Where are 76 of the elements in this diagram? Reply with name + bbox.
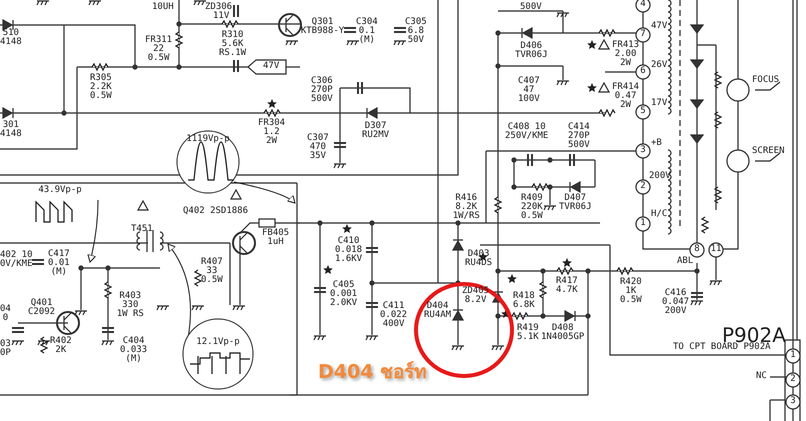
component-label: 04 0 <box>0 305 11 323</box>
component-label: 301 4148 <box>0 121 22 139</box>
component-label: NC <box>756 372 767 381</box>
waveform-callout: 12.1Vp-p <box>182 318 254 390</box>
component-label: 10UH <box>152 3 174 12</box>
component-label: FR414 0.47 2W <box>612 83 640 110</box>
component-label: R402 2K <box>50 337 72 355</box>
annotation-text: D404 ชอร์ท <box>318 361 428 383</box>
component-label: C416 0.047 200V <box>662 289 690 316</box>
pin-number: 2 <box>639 182 647 191</box>
component-label: D407 TVR06J <box>559 194 592 212</box>
leader-line <box>87 200 98 262</box>
component-label: 17V <box>651 99 668 108</box>
component-label: C304 0.1 (M) <box>356 18 378 45</box>
component-label: 26V <box>651 61 668 70</box>
component-label: 200V <box>649 172 671 181</box>
component-label: 500V <box>520 3 542 12</box>
component-label: R407 33 0.5W <box>201 258 223 285</box>
component-label: C414 270P 500V <box>568 123 590 150</box>
waveform-label: 43.9Vp-p <box>30 186 90 224</box>
pin-number: 11 <box>710 245 722 254</box>
component-label: T451 <box>131 225 153 234</box>
component-label: SCREEN <box>752 147 785 156</box>
component-label: FR413 2.00 2W <box>612 41 640 68</box>
pin-number: 6 <box>639 67 647 76</box>
pin-number: 1 <box>789 351 797 360</box>
component-label: FR304 1.2 2W <box>258 119 286 146</box>
component-label: D307 RU2MV <box>362 122 390 140</box>
component-label: ZD405 8.2V <box>462 287 490 305</box>
pin-number: 1 <box>639 219 647 228</box>
component-label: Q401 C2092 <box>28 299 56 317</box>
component-label: C404 0.033 (M) <box>120 337 148 364</box>
component-label: 47V <box>651 22 668 31</box>
connector-label: TO CPT BOARD P902A <box>673 343 771 352</box>
component-label: 11V <box>213 12 230 21</box>
component-label: C408 10 250V/KME <box>505 123 548 141</box>
component-label: Q402 2SD1886 <box>183 207 248 216</box>
waveform-callout: 1119Vp-p <box>176 130 240 194</box>
component-label: ZD306 <box>205 3 232 12</box>
pin-number: 3 <box>789 397 797 406</box>
component-label: FOCUS <box>752 76 780 85</box>
pin-number: 7 <box>639 30 647 39</box>
component-label: C410 0.018 1.6KV <box>335 237 362 264</box>
component-label: R305 2.2K 0.5W <box>90 74 112 101</box>
pin-number: 2 <box>789 375 797 384</box>
component-label: R420 1K 0.5W <box>620 278 642 305</box>
component-label: C411 0.022 400V <box>380 302 408 329</box>
component-label: FB405 1uH <box>262 229 290 247</box>
component-label: C305 6.8 50V <box>405 18 427 45</box>
leader-line <box>234 182 296 204</box>
component-label: C306 270P 500V <box>311 77 333 104</box>
component-label: +B <box>651 139 662 148</box>
component-label: C407 47 100V <box>518 77 540 104</box>
component-label: C405 0.001 2.0KV <box>330 281 358 308</box>
pin-number: 5 <box>639 107 647 116</box>
pin-number: 3 <box>639 146 647 155</box>
component-label: C307 470 35V <box>307 134 329 161</box>
component-label: R403 330 1W RS <box>116 292 144 319</box>
component-label: ABL <box>677 257 694 266</box>
component-label: D404 RU4AM <box>424 302 452 320</box>
pin-number: 8 <box>693 245 701 254</box>
component-label: Q301 KTB988-Y <box>300 18 345 36</box>
component-label: D406 TVR06J <box>515 42 548 60</box>
component-label: 510 4148 <box>0 29 22 47</box>
component-label: R310 5.6K RS.1W <box>219 31 246 58</box>
component-label: FR311 22 0.5W <box>145 36 172 63</box>
component-label: H/C <box>651 210 668 219</box>
component-label: R417 4.7K <box>556 277 578 295</box>
component-label: D408 1N4005GP <box>541 324 584 342</box>
component-label: 402 10 0V/KME <box>0 251 33 269</box>
component-label: 03 0P <box>0 340 11 358</box>
component-label: C417 0.01 (M) <box>48 250 70 277</box>
component-label: R418 6.8K <box>513 292 535 310</box>
component-label: R409 220K 0.5W <box>521 194 543 221</box>
component-label: R416 8.2K 1W/RS <box>452 194 480 221</box>
component-label: R419 5.1K <box>517 324 539 342</box>
